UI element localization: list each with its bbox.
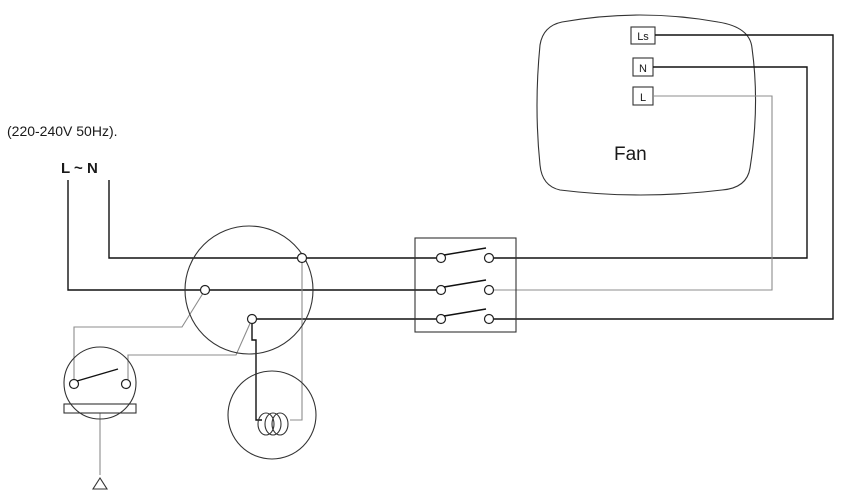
isolator-contact-3 [443, 308, 487, 317]
isolator-terminal-2-out [483, 284, 495, 296]
junction-terminal-switched [246, 313, 258, 325]
junction-terminal-neutral [296, 252, 308, 264]
pull-switch-contact [76, 368, 119, 382]
junction-box [184, 225, 314, 355]
pull-switch-terminal-1 [68, 378, 80, 390]
lamp-outline [227, 370, 317, 460]
isolator-terminal-3-in [435, 313, 447, 325]
junction-box-outline [184, 225, 314, 355]
fan-title: Fan [614, 144, 647, 165]
power-wires [67, 34, 834, 421]
ceiling-lamp [227, 370, 317, 460]
pull-switch-base [63, 403, 137, 414]
supply-line-label: L ~ N [61, 160, 98, 177]
fan-terminal-ls-label: Ls [637, 31, 649, 43]
lamp-live-wire [251, 319, 262, 421]
pull-cord-handle-icon [91, 476, 109, 490]
pull-switch-return-wire [127, 318, 253, 382]
neutral-to-fan-wire [489, 66, 808, 259]
lamp-filament-icon [257, 412, 289, 436]
pull-switch-feed-wire [73, 289, 206, 382]
isolator-terminal-3-out [483, 313, 495, 325]
isolator-switch-box [414, 237, 517, 333]
isolator-terminal-2-in [435, 284, 447, 296]
fan-live-wire [489, 95, 773, 291]
control-wires [73, 95, 773, 475]
live-supply-wire [67, 180, 441, 291]
fan-housing [536, 14, 757, 196]
pull-cord-switch [63, 346, 137, 490]
isolator-contact-1 [443, 247, 487, 256]
fan-terminal-n-label: N [639, 63, 647, 75]
pull-switch-terminal-2 [120, 378, 132, 390]
supply-voltage-label: (220-240V 50Hz). [7, 123, 118, 139]
junction-terminal-live [199, 284, 211, 296]
fan-unit: Fan Ls N L [536, 14, 757, 196]
isolator-contact-2 [443, 279, 487, 288]
switched-live-to-fan-wire [489, 34, 834, 320]
isolator-switch [414, 237, 517, 333]
isolator-terminal-1-out [483, 252, 495, 264]
neutral-supply-wire [108, 180, 441, 259]
isolator-terminal-1-in [435, 252, 447, 264]
neutral-to-lamp-wire [290, 258, 303, 421]
pull-switch-outline [63, 346, 137, 420]
fan-terminal-l-label: L [640, 92, 646, 104]
